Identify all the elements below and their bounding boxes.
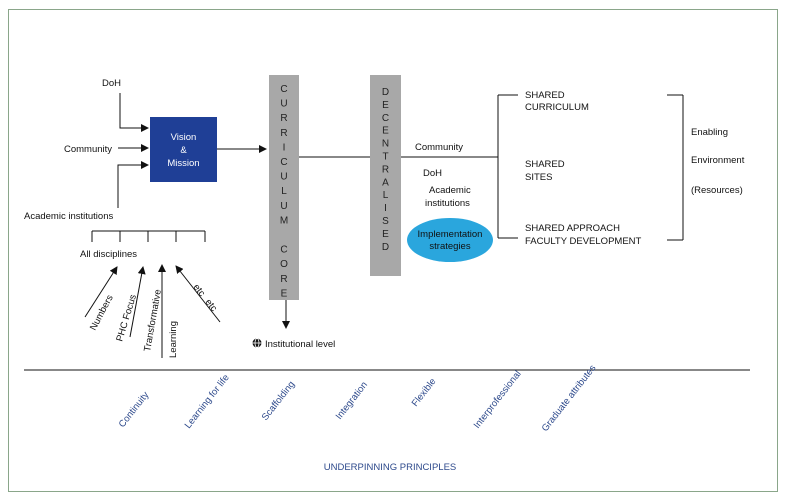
curriculum-core-letter: C [280, 157, 287, 168]
principle-interprofessional: Interprofessional [472, 369, 524, 431]
enabling-label: Enabling [691, 127, 728, 138]
discipline-numbers: Numbers [88, 293, 116, 332]
academic-label: Academic institutions [24, 211, 113, 222]
shared-sites-label-1: SHARED [525, 159, 565, 170]
academic-arrow [117, 161, 149, 208]
curriculum-core-letter: E [281, 288, 288, 299]
ampersand-label: & [180, 145, 187, 156]
curriculum-core-letter: U [280, 201, 287, 212]
decentralised-letter: D [382, 87, 389, 98]
resources-label: (Resources) [691, 185, 743, 196]
principle-scaffolding: Scaffolding [260, 379, 298, 423]
curriculum-core-letter: O [280, 259, 288, 270]
underpinning-principles-title: UNDERPINNING PRINCIPLES [324, 462, 457, 473]
etc-arrow [175, 265, 221, 323]
mission-label: Mission [167, 158, 199, 169]
curriculum-core-letter: C [280, 84, 287, 95]
decentralised-letter: E [382, 229, 389, 240]
implementation-label: Implementation [418, 229, 483, 240]
curriculum-core-letter: I [283, 142, 286, 153]
discipline-learning: Learning [168, 321, 179, 358]
implementation-strategies-ellipse [407, 218, 493, 262]
discipline-phc-focus: PHC Focus [114, 293, 139, 343]
curriculum-core-letter: M [280, 215, 288, 226]
curriculum-core-letter: R [280, 274, 287, 285]
curriculum-core-letter: R [280, 113, 287, 124]
middle-doh-label: DoH [423, 168, 442, 179]
phc-arrow [129, 266, 146, 338]
principle-flexible: Flexible [410, 376, 439, 409]
middle-institutions-label: institutions [425, 198, 470, 209]
decentralised-letter: D [382, 242, 389, 253]
decentralised-letter: N [382, 139, 389, 150]
vision-mission-box [150, 117, 217, 182]
decentralised-letter: L [383, 190, 389, 201]
middle-community-label: Community [415, 142, 463, 153]
community-label: Community [64, 144, 112, 155]
decentralised-letter: I [384, 203, 387, 214]
faculty-development-label: FACULTY DEVELOPMENT [525, 236, 642, 247]
globe-icon [252, 338, 262, 348]
principle-learning-for-life: Learning for life [183, 372, 232, 430]
vision-label: Vision [171, 132, 197, 143]
discipline-etc-2: etc [203, 297, 220, 314]
curriculum-core-bar [269, 75, 299, 300]
decentralised-letter: E [382, 126, 389, 137]
shared-sites-label-2: SITES [525, 172, 552, 183]
shared-approach-label: SHARED APPROACH [525, 223, 620, 234]
discipline-etc-1: etc [191, 282, 208, 299]
strategies-label: strategies [429, 241, 470, 252]
environment-label: Environment [691, 155, 745, 166]
decentralised-letter: T [382, 152, 388, 163]
principle-integration: Integration [334, 380, 370, 422]
discipline-transformative: Transformative [142, 289, 164, 353]
doh-label: DoH [102, 78, 121, 89]
principle-continuity: Continuity [117, 390, 152, 430]
principle-graduate-attributes: Graduate attributes [540, 363, 599, 434]
institutional-level-label: Institutional level [265, 339, 335, 350]
shared-curriculum-label-2: CURRICULUM [525, 102, 589, 113]
doh-arrow [119, 93, 149, 132]
numbers-arrow [84, 266, 118, 318]
curriculum-core-letter: L [281, 186, 287, 197]
middle-academic-label: Academic [429, 185, 471, 196]
curriculum-core-letter: U [280, 99, 287, 110]
curriculum-core-letter: C [280, 245, 287, 256]
decentralised-letter: R [382, 164, 389, 175]
curriculum-core-letter: R [280, 128, 287, 139]
decentralised-letter: C [382, 113, 389, 124]
all-disciplines-label: All disciplines [80, 249, 137, 260]
shared-curriculum-label-1: SHARED [525, 90, 565, 101]
decentralised-bar [370, 75, 401, 276]
diagram-frame [8, 9, 778, 492]
decentralised-letter: E [382, 100, 389, 111]
decentralised-letter: A [382, 177, 389, 188]
decentralised-letter: S [382, 216, 389, 227]
curriculum-core-letter: U [280, 172, 287, 183]
